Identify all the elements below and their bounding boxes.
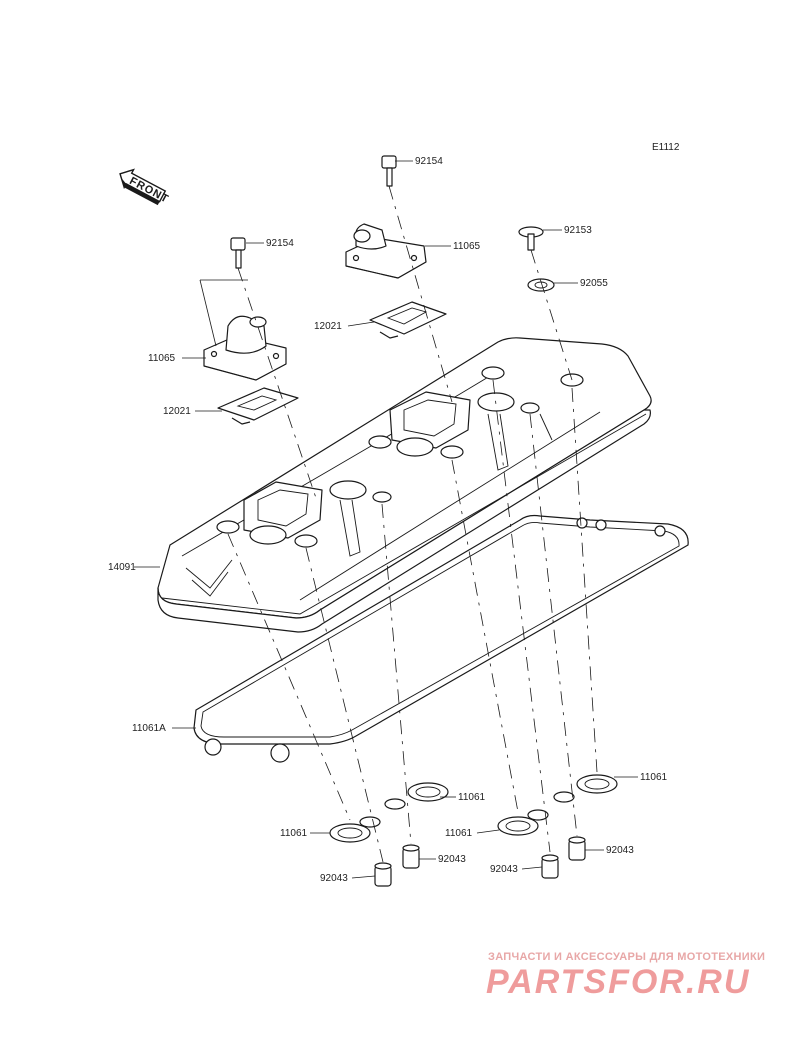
label-gasket-main[interactable]: 11061A (132, 723, 166, 734)
cylinder-head-cover[interactable] (157, 337, 652, 633)
bolt-left[interactable] (230, 237, 246, 269)
label-bolt-top-center[interactable]: 92154 (415, 156, 443, 167)
bolt-top-center[interactable] (381, 155, 397, 187)
collar-right[interactable] (568, 836, 586, 861)
label-bolt-left[interactable]: 92154 (266, 238, 294, 249)
diagram-code: E1112 (652, 142, 680, 153)
gasket-ring-mid[interactable] (384, 782, 449, 810)
label-washer-right[interactable]: 92055 (580, 278, 608, 289)
label-gasket-ring-center[interactable]: 11061 (445, 828, 473, 839)
label-cylinder-head-cover[interactable]: 14091 (108, 562, 136, 573)
breather-plate-left[interactable] (217, 387, 299, 425)
label-gasket-ring-left[interactable]: 11061 (280, 828, 308, 839)
front-arrow-icon: FRONT (119, 168, 171, 206)
assembly-lines (199, 185, 598, 863)
leader-lines (134, 160, 638, 879)
label-collar-right[interactable]: 92043 (606, 845, 634, 856)
bolt-right[interactable] (518, 226, 544, 251)
label-gasket-ring-right[interactable]: 11061 (640, 772, 668, 783)
label-plate-right[interactable]: 12021 (314, 321, 342, 332)
collar-left[interactable] (374, 862, 392, 887)
label-plate-left[interactable]: 12021 (163, 406, 191, 417)
breather-cap-right[interactable] (345, 223, 427, 279)
cylinder-head-gasket[interactable] (193, 514, 689, 763)
label-cap-right[interactable]: 11065 (453, 241, 481, 252)
breather-cap-left[interactable] (203, 315, 287, 381)
label-bolt-right[interactable]: 92153 (564, 225, 592, 236)
washer-right[interactable] (527, 278, 555, 292)
collar-center[interactable] (541, 854, 559, 879)
watermark-subtitle: ЗАПЧАСТИ И АКСЕССУАРЫ ДЛЯ МОТОТЕХНИКИ (488, 951, 766, 963)
watermark-logo: PARTSFOR.RU (486, 963, 751, 1001)
label-collar-left[interactable]: 92043 (320, 873, 348, 884)
gasket-ring-center[interactable] (497, 809, 549, 836)
collar-mid[interactable] (402, 844, 420, 869)
label-collar-center[interactable]: 92043 (490, 864, 518, 875)
label-cap-left[interactable]: 11065 (148, 353, 176, 364)
label-gasket-ring-mid[interactable]: 11061 (458, 792, 486, 803)
gasket-ring-right[interactable] (553, 774, 618, 803)
label-collar-mid[interactable]: 92043 (438, 854, 466, 865)
breather-plate-right[interactable] (369, 301, 447, 339)
part-labels: 92154 11065 92154 92153 92055 12021 1106… (108, 156, 668, 884)
